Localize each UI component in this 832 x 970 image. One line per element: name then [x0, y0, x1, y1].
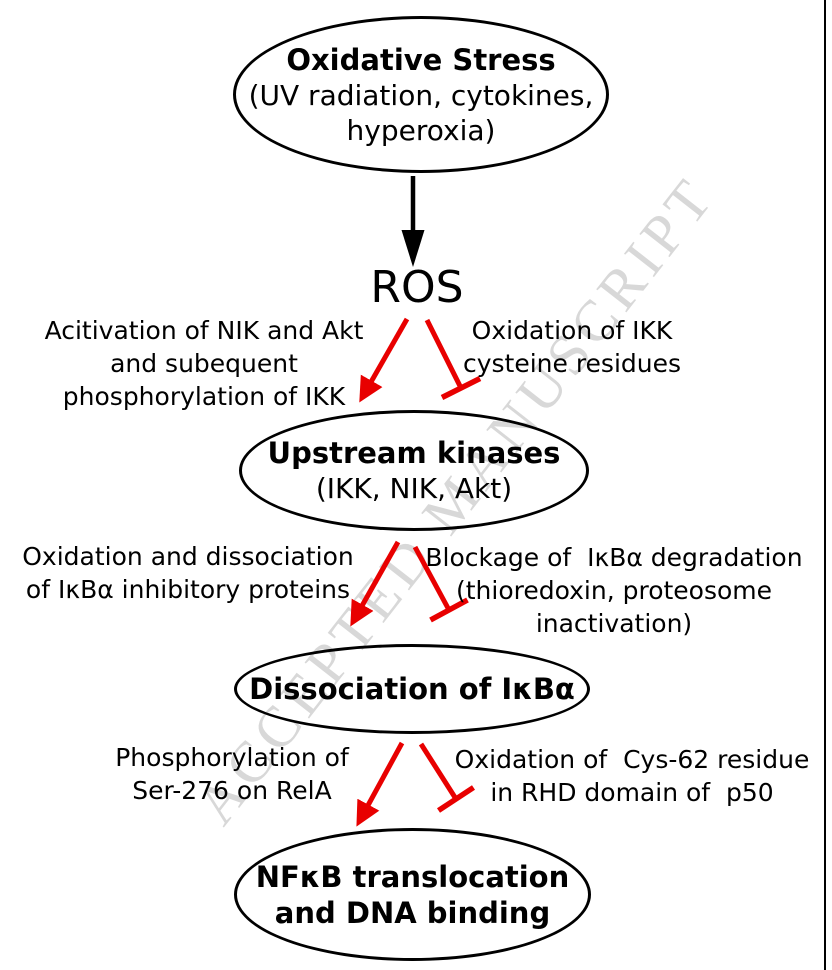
- ros-left-edge-label: Acitivation of NIK and Akt and subequent…: [19, 314, 389, 413]
- dissociation-activation-arrow: [356, 741, 405, 827]
- dissociation-ikba-node: Dissociation of IκBα: [234, 644, 590, 734]
- ros-label: ROS: [370, 262, 464, 313]
- activation-arrow-line: [356, 741, 405, 827]
- edge-label-line: (thioredoxin, proteosome: [455, 576, 773, 605]
- kinases-inhibition-arrow: [412, 545, 469, 623]
- dissociation-inhibition-arrow: [418, 742, 476, 813]
- ros-right-edge-label: Oxidation of IKK cysteine residues: [441, 314, 703, 380]
- inhibition-stem: [418, 742, 459, 801]
- dissociation-left-edge-label: Phosphorylation of Ser-276 on RelA: [101, 741, 363, 807]
- inhibition-tbar-icon: [436, 785, 476, 813]
- black-arrowhead-icon: [401, 230, 425, 267]
- edge-label-line: of IκBα inhibitory proteins: [25, 575, 351, 604]
- oxidative-stress-node: Oxidative Stress (UV radiation, cytokine…: [233, 16, 609, 173]
- edge-label-line: Blockage of IκBα degradation: [425, 543, 803, 572]
- node-title: NFκB translocation: [255, 859, 570, 894]
- node-title: Upstream kinases: [267, 436, 561, 470]
- stress-to-ros-arrow: [401, 176, 425, 267]
- edge-label-line: Phosphorylation of: [115, 743, 349, 772]
- page-edge-rule: [824, 0, 826, 970]
- edge-label-line: in RHD domain of p50: [490, 778, 774, 807]
- kinases-right-edge-label: Blockage of IκBα degradation (thioredoxi…: [423, 541, 805, 640]
- edge-label-line: Oxidation of Cys-62 residue: [454, 745, 810, 774]
- kinases-activation-arrow: [350, 540, 401, 627]
- node-subtitle-line: hyperoxia): [346, 113, 496, 147]
- edge-label-line: phosphorylation of IKK: [62, 382, 346, 411]
- edge-label-line: Ser-276 on RelA: [132, 776, 332, 805]
- edge-label-line: Oxidation and dissociation: [22, 542, 354, 571]
- node-subtitle-line: (UV radiation, cytokines,: [248, 78, 594, 112]
- upstream-kinases-node: Upstream kinases (IKK, NIK, Akt): [239, 410, 589, 531]
- edge-label-line: and subequent: [110, 349, 298, 378]
- kinases-left-edge-label: Oxidation and dissociation of IκBα inhib…: [17, 540, 359, 606]
- inhibition-stem: [424, 318, 464, 390]
- edge-label-line: Acitivation of NIK and Akt: [44, 316, 364, 345]
- inhibition-tbar-icon: [440, 376, 482, 400]
- edge-label-line: Oxidation of IKK: [471, 316, 673, 345]
- ros-activation-arrow: [359, 317, 410, 403]
- node-title: and DNA binding: [274, 895, 551, 930]
- node-title: Dissociation of IκBα: [249, 672, 575, 706]
- node-subtitle-line: (IKK, NIK, Akt): [315, 472, 513, 505]
- activation-arrow-line: [359, 317, 410, 403]
- dissociation-right-edge-label: Oxidation of Cys-62 residue in RHD domai…: [450, 743, 814, 809]
- edge-label-line: inactivation): [535, 609, 693, 638]
- node-title: Oxidative Stress: [286, 42, 556, 77]
- edge-label-line: cysteine residues: [462, 349, 682, 378]
- activation-arrow-line: [350, 540, 401, 627]
- ros-inhibition-arrow: [424, 318, 482, 400]
- inhibition-stem: [412, 545, 452, 612]
- nfkb-translocation-node: NFκB translocation and DNA binding: [234, 828, 591, 961]
- inhibition-tbar-icon: [429, 597, 469, 623]
